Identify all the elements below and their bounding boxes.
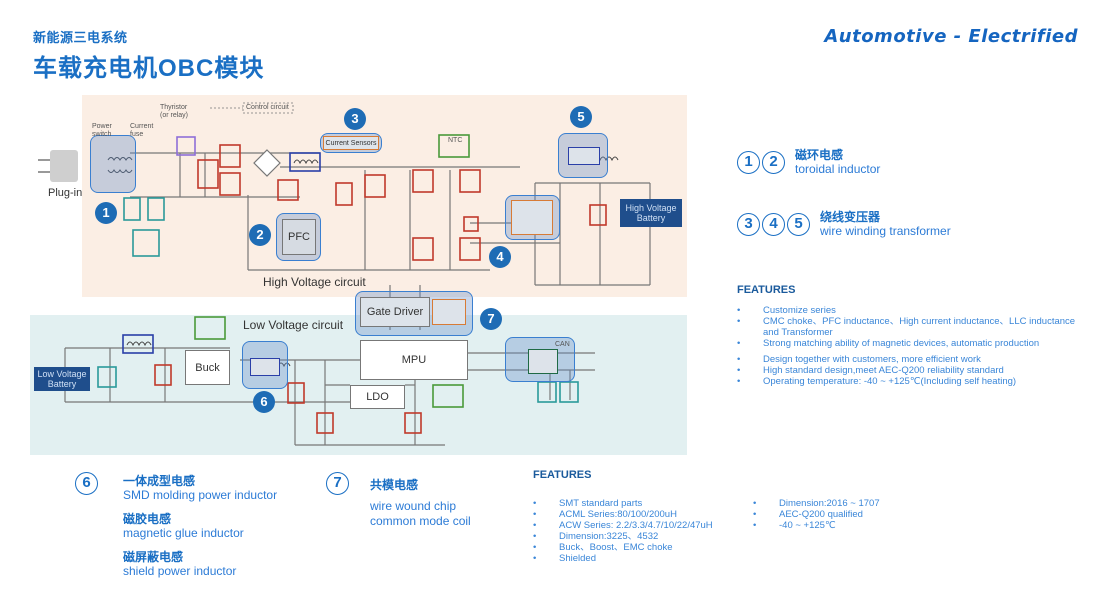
plug-icon xyxy=(50,150,78,182)
feature-item: ACW Series: 2.2/3.3/4.7/10/22/47uH xyxy=(533,520,753,531)
feature-item: CMC choke、PFC inductance、High current in… xyxy=(737,316,1077,338)
low-voltage-circuit-label: Low Voltage circuit xyxy=(243,318,344,332)
plug-in-label: Plug-in xyxy=(48,187,83,199)
gate-driver-block: Gate Driver xyxy=(360,297,430,327)
features-bottom-col2: Dimension:2016 ~ 1707 AEC-Q200 qualified… xyxy=(753,498,933,531)
badge-3: 3 xyxy=(344,108,366,130)
item-7-text: 共模电感 wire wound chip common mode coil xyxy=(370,478,471,529)
badge-2: 2 xyxy=(249,224,271,246)
legend-transformer: 3 4 5 绕线变压器 wire winding transformer xyxy=(737,210,951,239)
legend-en-transformer: wire winding transformer xyxy=(820,224,951,238)
item-6-cn-3: 磁屏蔽电感 xyxy=(123,550,184,564)
legend-number-3: 3 xyxy=(737,213,760,236)
badge-6: 6 xyxy=(253,391,275,413)
power-switch-label: Power switch xyxy=(92,123,112,138)
legend-number-1: 1 xyxy=(737,151,760,174)
feature-item: Dimension:3225、4532 xyxy=(533,531,753,542)
brand-logo: Automotive - Electrified xyxy=(824,26,1078,47)
badge-5: 5 xyxy=(570,106,592,128)
feature-item: Buck、Boost、EMC choke xyxy=(533,542,753,553)
features-bottom-title: FEATURES xyxy=(533,469,592,481)
current-sensors-block: Current Sensors xyxy=(323,136,379,150)
can-label: CAN xyxy=(555,341,570,348)
legend-toroidal: 1 2 磁环电感 toroidal inductor xyxy=(737,148,880,177)
feature-item: AEC-Q200 qualified xyxy=(753,509,933,520)
legend-number-4: 4 xyxy=(762,213,785,236)
item-7-en-2: common mode coil xyxy=(370,514,471,528)
legend-number-5: 5 xyxy=(787,213,810,236)
item-6-cn-2: 磁胶电感 xyxy=(123,512,172,526)
low-voltage-battery: Low Voltage Battery xyxy=(34,367,90,391)
feature-item: Strong matching ability of magnetic devi… xyxy=(737,338,1077,349)
ntc-label: NTC xyxy=(448,137,463,144)
high-voltage-battery: High Voltage Battery xyxy=(620,199,682,227)
cmc-block xyxy=(528,349,558,374)
legend-cn-toroidal: 磁环电感 xyxy=(795,148,844,162)
item-7-number: 7 xyxy=(326,472,349,495)
features-bottom-col1: SMT standard parts ACML Series:80/100/20… xyxy=(533,498,753,564)
features-right-list: Customize series CMC choke、PFC inductanc… xyxy=(737,305,1077,387)
legend-number-2: 2 xyxy=(762,151,785,174)
legend-en-toroidal: toroidal inductor xyxy=(795,162,881,176)
item-6-entries: 一体成型电感 SMD molding power inductor 磁胶电感 m… xyxy=(123,474,277,579)
llc-transformer-block xyxy=(511,200,553,235)
thyristor-label: Thyristor (or relay) xyxy=(160,104,189,119)
feature-item: Shielded xyxy=(533,553,753,564)
legend-cn-transformer: 绕线变压器 xyxy=(820,210,881,224)
ldo-block: LDO xyxy=(350,385,405,409)
page-title: 车载充电机OBC模块 xyxy=(33,55,265,82)
current-fuse-label: Current fuse xyxy=(130,123,154,138)
feature-item: Customize series xyxy=(737,305,1077,316)
feature-item: SMT standard parts xyxy=(533,498,753,509)
pfc-block: PFC xyxy=(282,219,316,255)
feature-item: Dimension:2016 ~ 1707 xyxy=(753,498,933,509)
obc-circuit-diagram: PFC Current Sensors Gate Driver MPU Buck… xyxy=(30,95,690,460)
badge-1: 1 xyxy=(95,202,117,224)
output-inductor-block xyxy=(568,147,600,165)
badge-4: 4 xyxy=(489,246,511,268)
lv-inductor-block xyxy=(250,358,280,376)
control-circuit-label: Control circuit xyxy=(246,104,289,111)
item-6-number: 6 xyxy=(75,472,98,495)
feature-item: High standard design,meet AEC-Q200 relia… xyxy=(737,365,1077,376)
item-7: 7 xyxy=(326,472,351,495)
item-6-en-2: magnetic glue inductor xyxy=(123,526,244,540)
feature-item: ACML Series:80/100/200uH xyxy=(533,509,753,520)
item-7-en-1: wire wound chip xyxy=(370,499,457,513)
section-subtitle: 新能源三电系统 xyxy=(33,30,128,45)
item-6-en-1: SMD molding power inductor xyxy=(123,488,278,502)
feature-item: Design together with customers, more eff… xyxy=(737,354,1077,365)
mpu-block: MPU xyxy=(360,340,468,380)
feature-item: Operating temperature: -40 ~ +125℃(Inclu… xyxy=(737,376,1077,387)
item-6-cn-1: 一体成型电感 xyxy=(123,474,196,488)
item-6-en-3: shield power inductor xyxy=(123,564,237,578)
feature-item: -40 ~ +125℃ xyxy=(753,520,933,531)
highlight-1 xyxy=(90,135,136,193)
high-voltage-circuit-label: High Voltage circuit xyxy=(263,275,366,289)
features-right-title: FEATURES xyxy=(737,284,796,296)
gate-driver-transformer xyxy=(432,299,466,325)
badge-7: 7 xyxy=(480,308,502,330)
buck-block: Buck xyxy=(185,350,230,385)
item-6: 6 xyxy=(75,472,100,495)
item-7-cn: 共模电感 xyxy=(370,478,419,492)
